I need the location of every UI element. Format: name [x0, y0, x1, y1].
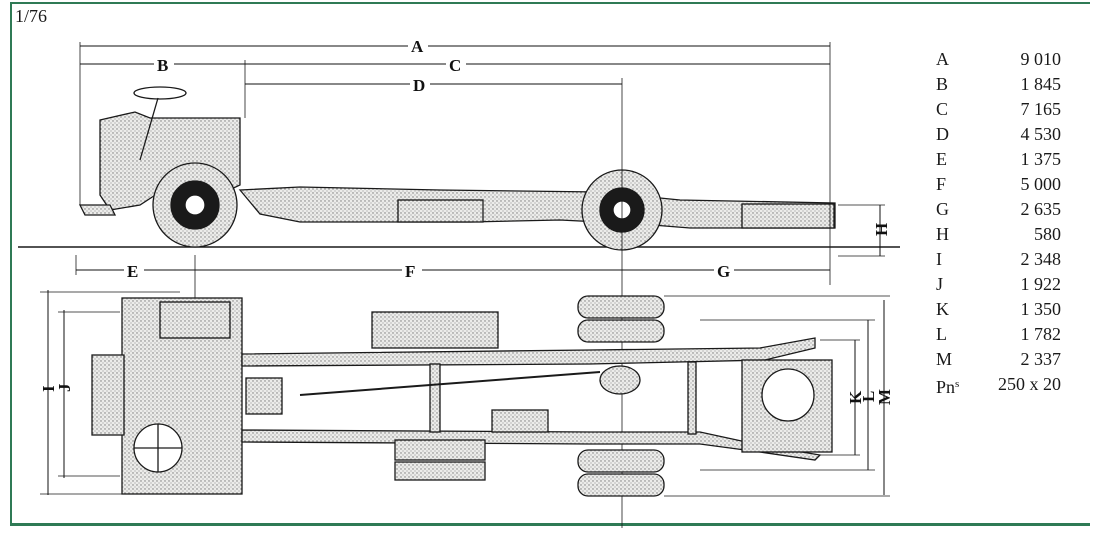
spec-row: J 1 922: [936, 272, 1061, 297]
spec-key-tyres: Pns: [936, 372, 959, 397]
top-view: [40, 291, 890, 497]
green-frame: [10, 2, 1090, 526]
spec-value: 9 010: [1020, 49, 1062, 69]
spec-row: I 2 348: [936, 247, 1061, 272]
spec-row: F 5 000: [936, 172, 1061, 197]
spec-key: H: [936, 224, 949, 244]
tyres-key: Pn: [936, 377, 956, 397]
spec-row: H 580: [936, 222, 1061, 247]
dim-label-l: L: [859, 391, 878, 402]
spec-key: F: [936, 174, 947, 194]
dim-label-i: I: [39, 385, 58, 392]
spec-key: G: [936, 199, 949, 219]
spec-value: 1 845: [1020, 74, 1062, 94]
side-view: [18, 42, 900, 528]
spec-key: C: [936, 99, 949, 119]
spec-row: A 9 010: [936, 47, 1061, 72]
spec-key: L: [936, 324, 947, 344]
spec-value: 1 782: [1020, 324, 1062, 344]
scale-label: 1/76: [15, 6, 48, 26]
dim-label-g: G: [717, 262, 730, 281]
dimension-labels: A B C D E F G H I J K L M: [39, 36, 894, 405]
tyres-key-sup: s: [955, 378, 960, 390]
spec-key: K: [936, 299, 949, 319]
spec-key: A: [936, 49, 949, 69]
spec-key: D: [936, 124, 949, 144]
dim-label-b: B: [157, 56, 168, 75]
spec-key: M: [936, 349, 953, 369]
dim-label-m: M: [875, 389, 894, 405]
dim-label-k: K: [846, 390, 865, 404]
spec-row: D 4 530: [936, 122, 1061, 147]
spec-value: 5 000: [1020, 174, 1062, 194]
dim-label-c: C: [449, 56, 461, 75]
spec-value: 4 530: [1020, 124, 1062, 144]
spec-table: A 9 010 B 1 845 C 7 165 D 4 530 E 1 375 F 5 00…: [936, 47, 1061, 397]
spec-key: E: [936, 149, 947, 169]
dim-label-e: E: [127, 262, 138, 281]
spec-value: 7 165: [1020, 99, 1062, 119]
spec-key: I: [936, 249, 942, 269]
spec-value: 1 922: [1020, 274, 1062, 294]
spec-key: B: [936, 74, 949, 94]
spec-row: L 1 782: [936, 322, 1061, 347]
spec-row: C 7 165: [936, 97, 1061, 122]
dim-label-h: H: [872, 223, 891, 236]
spec-key: J: [936, 274, 944, 294]
spec-value: 2 337: [1020, 349, 1062, 369]
spec-row: E 1 375: [936, 147, 1061, 172]
spec-value: 2 635: [1020, 199, 1062, 219]
spec-value: 2 348: [1020, 249, 1062, 269]
spec-row: B 1 845: [936, 72, 1061, 97]
spec-value: 1 350: [1020, 299, 1062, 319]
spec-row: G 2 635: [936, 197, 1061, 222]
spec-row: M 2 337: [936, 347, 1061, 372]
dim-label-a: A: [411, 37, 424, 56]
spec-row-tyres: Pns 250 x 20: [936, 372, 1061, 397]
dim-label-j: J: [55, 383, 74, 392]
spec-value: 1 375: [1020, 149, 1062, 169]
dimension-lines: [47, 45, 885, 495]
spec-value: 580: [1034, 224, 1061, 244]
tyres-value: 250 x 20: [998, 374, 1061, 394]
dim-label-f: F: [405, 262, 415, 281]
dim-label-d: D: [413, 76, 425, 95]
spec-row: K 1 350: [936, 297, 1061, 322]
